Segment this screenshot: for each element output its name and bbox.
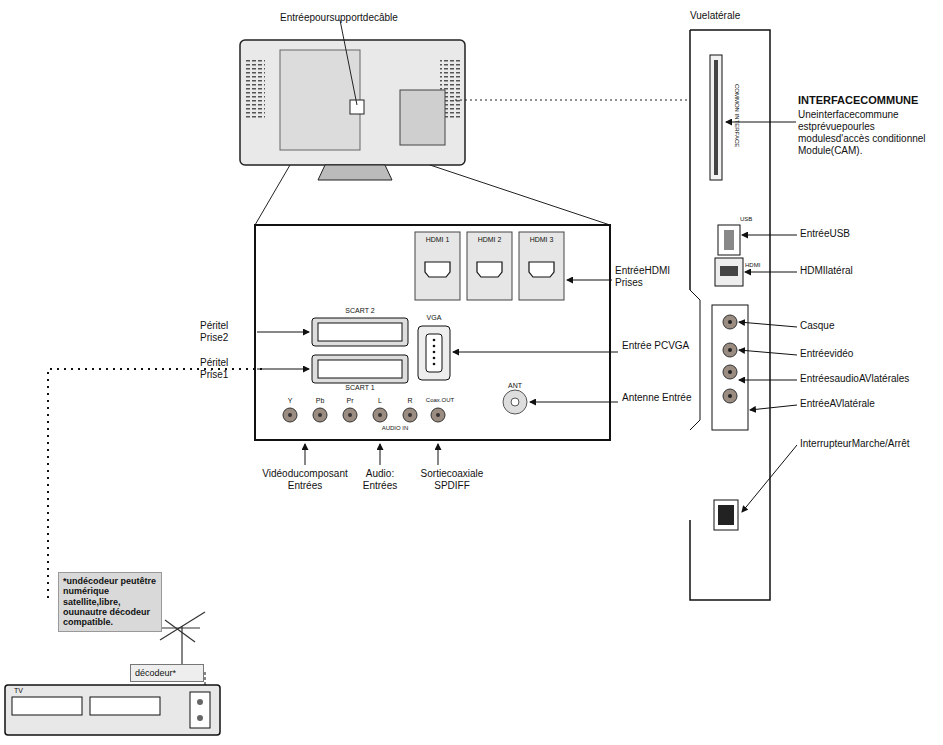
- part-label: SCART 2: [312, 307, 408, 315]
- part-label: VGA: [414, 314, 454, 322]
- part-label: EntréeAVlatérale: [800, 398, 940, 410]
- part-label: R: [400, 397, 420, 405]
- part-label: Entréevidéo: [800, 348, 940, 360]
- node-text: décodeur*: [135, 668, 199, 678]
- part-label: HDMI 2: [467, 236, 512, 244]
- part-label: EntréesaudioAVlatérales: [800, 373, 940, 385]
- part-label: Sortiecoaxiale SPDIFF: [412, 468, 492, 492]
- part-label: Y: [280, 397, 300, 405]
- part-label: Vidéoducomposant Entrées: [250, 468, 360, 492]
- part-label: Péritel Prise1: [200, 357, 255, 381]
- part-label: Casque: [800, 320, 940, 332]
- node-text: *undécodeur peutêtre numérique satellite…: [63, 576, 157, 628]
- part-label: ANT: [495, 382, 535, 390]
- part-label: EntréeHDMI Prises: [615, 265, 695, 289]
- part-label: TV: [14, 687, 44, 695]
- part-label: HDMI 1: [415, 236, 460, 244]
- part-label: USB: [740, 216, 770, 223]
- part-label: Entrée PCVGA: [622, 340, 692, 352]
- part-label: COMMON INTERFACE: [732, 66, 739, 166]
- part-label: Audio: Entrées: [352, 468, 408, 492]
- part-label: INTERFACECOMMUNE: [798, 94, 938, 107]
- part-label: HDMIlatéral: [800, 265, 940, 277]
- part-label: L: [370, 397, 390, 405]
- part-label: Coax.OUT: [418, 397, 462, 404]
- part-label: Antenne Entrée: [622, 392, 692, 404]
- part-label: Uneinterfacecommune estprévuepourles mod…: [798, 109, 933, 157]
- part-label: AUDIO IN: [365, 425, 425, 432]
- part-label: SCART 1: [312, 384, 408, 392]
- part-label: EntréeUSB: [800, 228, 940, 240]
- part-label: HDMI 3: [519, 236, 564, 244]
- part-label: InterrupteurMarche/Arrêt: [800, 438, 940, 450]
- part-label: Pr: [340, 397, 360, 405]
- part-label: Entréepoursupportdecâble: [280, 12, 500, 24]
- part-label: Pb: [310, 397, 330, 405]
- part-label: HDMI: [745, 262, 770, 269]
- note-box: *undécodeur peutêtre numérique satellite…: [58, 572, 162, 632]
- decoder-tag: décodeur*: [130, 664, 204, 682]
- part-label: Péritel Prise2: [200, 320, 255, 344]
- part-label: Vuelatérale: [690, 10, 790, 22]
